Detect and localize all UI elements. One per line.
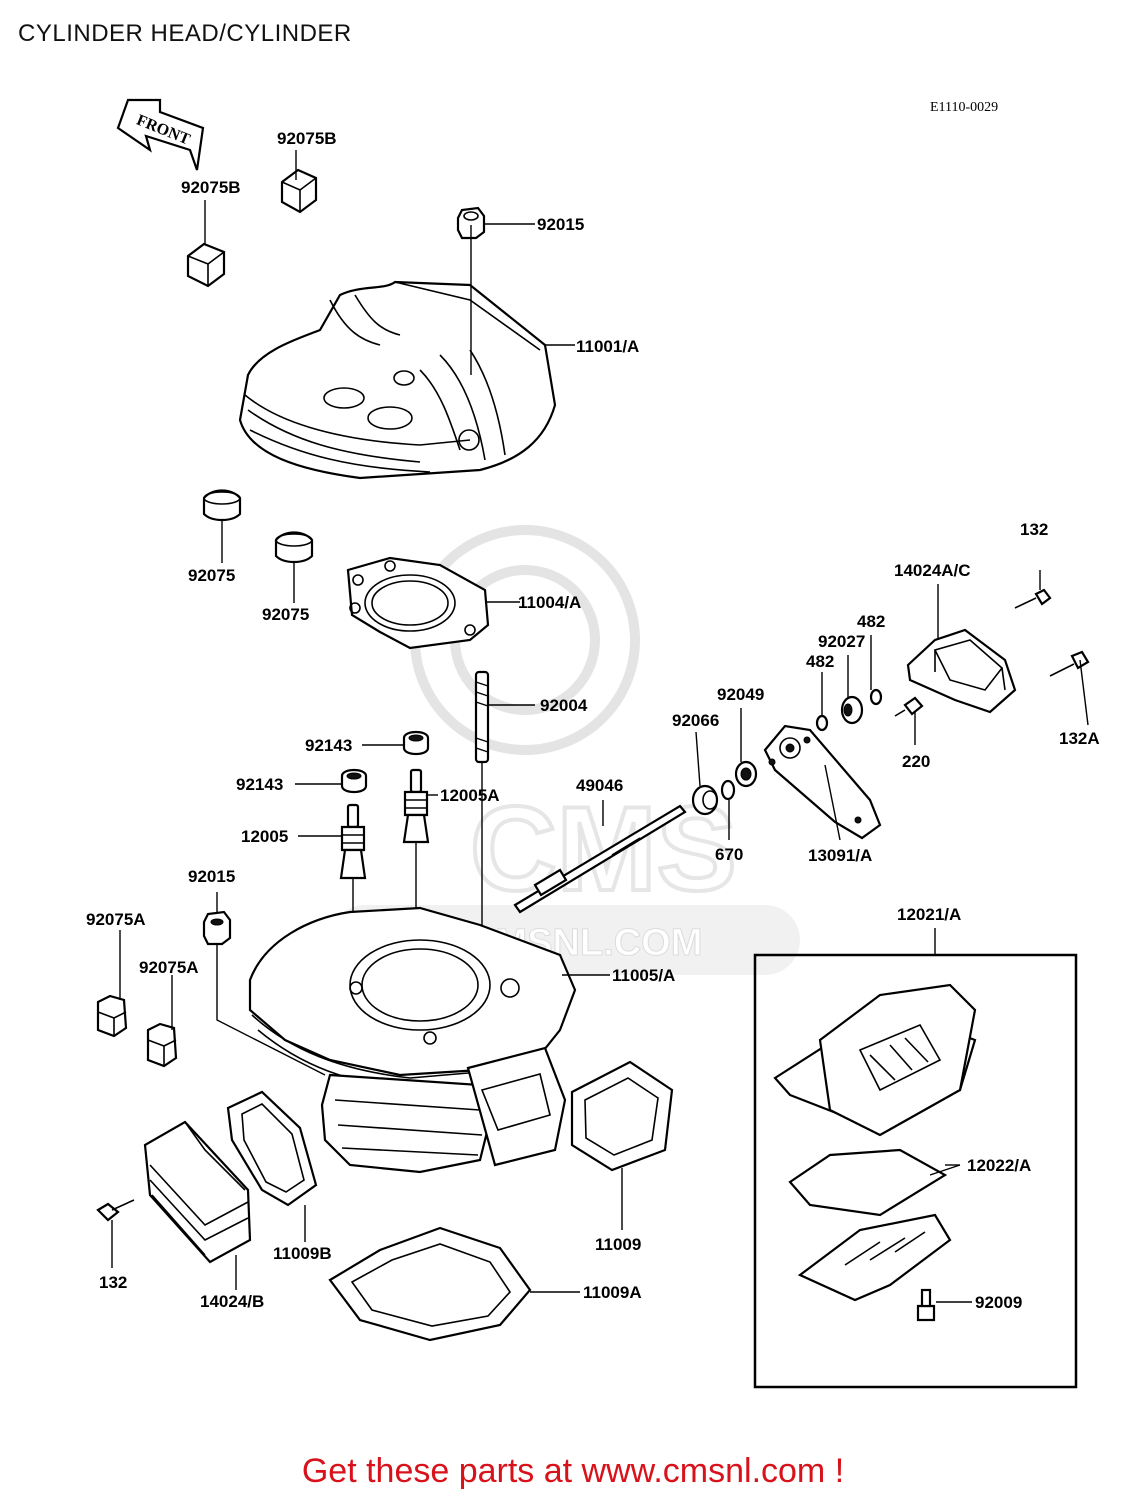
circlip-482-b <box>869 688 883 706</box>
label-92066: 92066 <box>672 711 720 730</box>
oil-seal-92143-a <box>402 730 430 756</box>
o-ring-670 <box>720 779 736 801</box>
label-132-top: 132 <box>1020 520 1049 539</box>
label-12021A: 12021/A <box>897 905 962 924</box>
gasket-11009 <box>570 1060 674 1230</box>
bush-92027 <box>840 695 864 725</box>
label-92015-top: 92015 <box>537 215 585 234</box>
label-670: 670 <box>715 845 744 864</box>
rubber-block-92075A-a <box>96 994 128 1038</box>
label-12005: 12005 <box>241 827 289 846</box>
rubber-cap-92075-b <box>274 531 314 564</box>
label-92015-lower: 92015 <box>188 867 236 886</box>
label-92143-a: 92143 <box>305 736 353 755</box>
label-92075B-left: 92075B <box>181 178 241 197</box>
gasket-11009B <box>226 1090 318 1242</box>
label-132A: 132A <box>1059 729 1100 748</box>
label-12005A: 12005A <box>440 786 500 805</box>
label-482-mid: 482 <box>806 652 835 671</box>
label-132-lower: 132 <box>99 1273 128 1292</box>
label-92049: 92049 <box>717 685 765 704</box>
label-13091A: 13091/A <box>808 846 873 865</box>
nut-92015-top <box>456 206 486 240</box>
label-220: 220 <box>902 752 931 771</box>
seal-92066 <box>691 784 719 816</box>
screw-220 <box>894 696 924 717</box>
cover-13091A <box>763 724 882 840</box>
label-92075-b: 92075 <box>262 605 310 624</box>
label-11004A: 11004/A <box>518 593 582 612</box>
cylinder-11005A <box>248 906 577 1174</box>
bolt-132A <box>1049 650 1090 677</box>
label-12022A: 12022/A <box>967 1156 1032 1175</box>
nut-92015-lower <box>202 910 326 1076</box>
page-title: CYLINDER HEAD/CYLINDER <box>18 20 352 47</box>
label-92075B-top: 92075B <box>277 129 337 148</box>
label-11005A: 11005/A <box>612 966 676 985</box>
reed-kit-box <box>753 928 1078 1389</box>
label-14024AC: 14024A/C <box>894 561 971 580</box>
cover-14024AC <box>906 628 1017 714</box>
label-92075A-a: 92075A <box>86 910 146 929</box>
label-11009: 11009 <box>595 1235 642 1254</box>
rubber-block-92075B-a <box>280 168 318 214</box>
label-92143-b: 92143 <box>236 775 284 794</box>
shaft-49046 <box>513 804 687 914</box>
label-14024B: 14024/B <box>200 1292 265 1311</box>
base-gasket-11009A <box>328 1226 532 1342</box>
label-11001A: 11001/A <box>576 337 640 356</box>
screw-92009 <box>916 1288 936 1322</box>
bolt-132-top <box>1014 570 1052 609</box>
cylinder-head-11001A <box>238 225 557 480</box>
bearing-92049 <box>734 760 758 788</box>
reed-valve-14024B <box>143 1120 252 1290</box>
oil-seal-92143-b <box>340 768 368 794</box>
bolt-132-lower <box>96 1199 135 1268</box>
label-92009: 92009 <box>975 1293 1023 1312</box>
shaft-12005A <box>402 768 430 930</box>
label-11009B: 11009B <box>273 1244 332 1263</box>
label-92027: 92027 <box>818 632 866 651</box>
promo-link-text[interactable]: Get these parts at www.cmsnl.com ! <box>301 1452 845 1490</box>
leader-lines <box>119 150 1089 1303</box>
label-92075A-b: 92075A <box>139 958 199 977</box>
label-11009A: 11009A <box>583 1283 642 1302</box>
front-arrow-icon: FRONT <box>116 98 205 171</box>
label-482-top: 482 <box>857 612 886 631</box>
rubber-cap-92075-a <box>202 489 242 522</box>
rubber-block-92075A-b <box>146 1022 178 1068</box>
circlip-482-a <box>815 714 829 732</box>
label-92075-a: 92075 <box>188 566 236 585</box>
head-gasket-11004A <box>346 556 490 650</box>
diagram-code: E1110-0029 <box>930 100 999 115</box>
rubber-block-92075B-b <box>186 242 226 288</box>
label-49046: 49046 <box>576 776 624 795</box>
label-92004: 92004 <box>540 696 588 715</box>
